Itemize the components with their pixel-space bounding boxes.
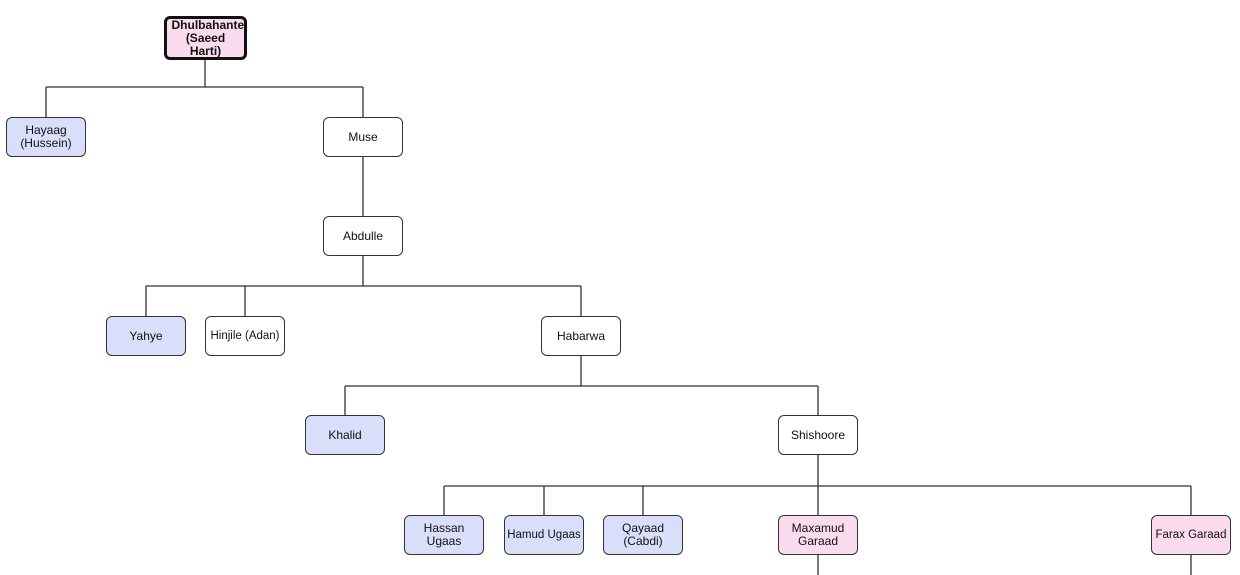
node-hamud-ugaas[interactable]: Hamud Ugaas xyxy=(504,515,584,555)
node-label: Muse xyxy=(348,129,378,144)
node-hassan-ugaas[interactable]: Hassan Ugaas xyxy=(404,515,484,555)
connector-abdulle xyxy=(145,256,582,316)
node-label: Hamud Ugaas xyxy=(507,528,581,541)
connector-shishoore xyxy=(443,455,1192,515)
connector-habarwa xyxy=(344,356,819,415)
node-maxamud-garaad[interactable]: Maxamud Garaad xyxy=(778,515,858,555)
connector-root xyxy=(45,59,364,117)
node-abdulle[interactable]: Abdulle xyxy=(323,216,403,256)
node-muse[interactable]: Muse xyxy=(323,117,403,157)
node-label: Qayaad (Cabdi) xyxy=(621,521,665,548)
node-khalid[interactable]: Khalid xyxy=(305,415,385,455)
node-label: Maxamud Garaad xyxy=(791,521,845,548)
node-label: Yahye xyxy=(129,328,163,343)
node-label: Hinjile (Adan) xyxy=(210,329,280,342)
node-label: Khalid xyxy=(328,427,362,442)
node-label: Farax Garaad xyxy=(1155,528,1227,541)
node-label: Dhulbahante (Saeed Harti) xyxy=(171,17,245,58)
node-label: Habarwa xyxy=(556,328,606,343)
connector-continuation xyxy=(817,555,1192,575)
node-label: Shishoore xyxy=(790,427,846,442)
node-habarwa[interactable]: Habarwa xyxy=(541,316,621,356)
node-dhulbahante[interactable]: Dhulbahante (Saeed Harti) xyxy=(164,16,247,60)
node-qayaad[interactable]: Qayaad (Cabdi) xyxy=(603,515,683,555)
node-label: Abdulle xyxy=(342,228,384,243)
node-label: Hayaag (Hussein) xyxy=(20,123,72,150)
node-label: Hassan Ugaas xyxy=(423,521,465,548)
node-shishoore[interactable]: Shishoore xyxy=(778,415,858,455)
node-yahye[interactable]: Yahye xyxy=(106,316,186,356)
node-hayaag[interactable]: Hayaag (Hussein) xyxy=(6,117,86,157)
node-farax-garaad[interactable]: Farax Garaad xyxy=(1151,515,1231,555)
node-hinjile[interactable]: Hinjile (Adan) xyxy=(205,316,285,356)
